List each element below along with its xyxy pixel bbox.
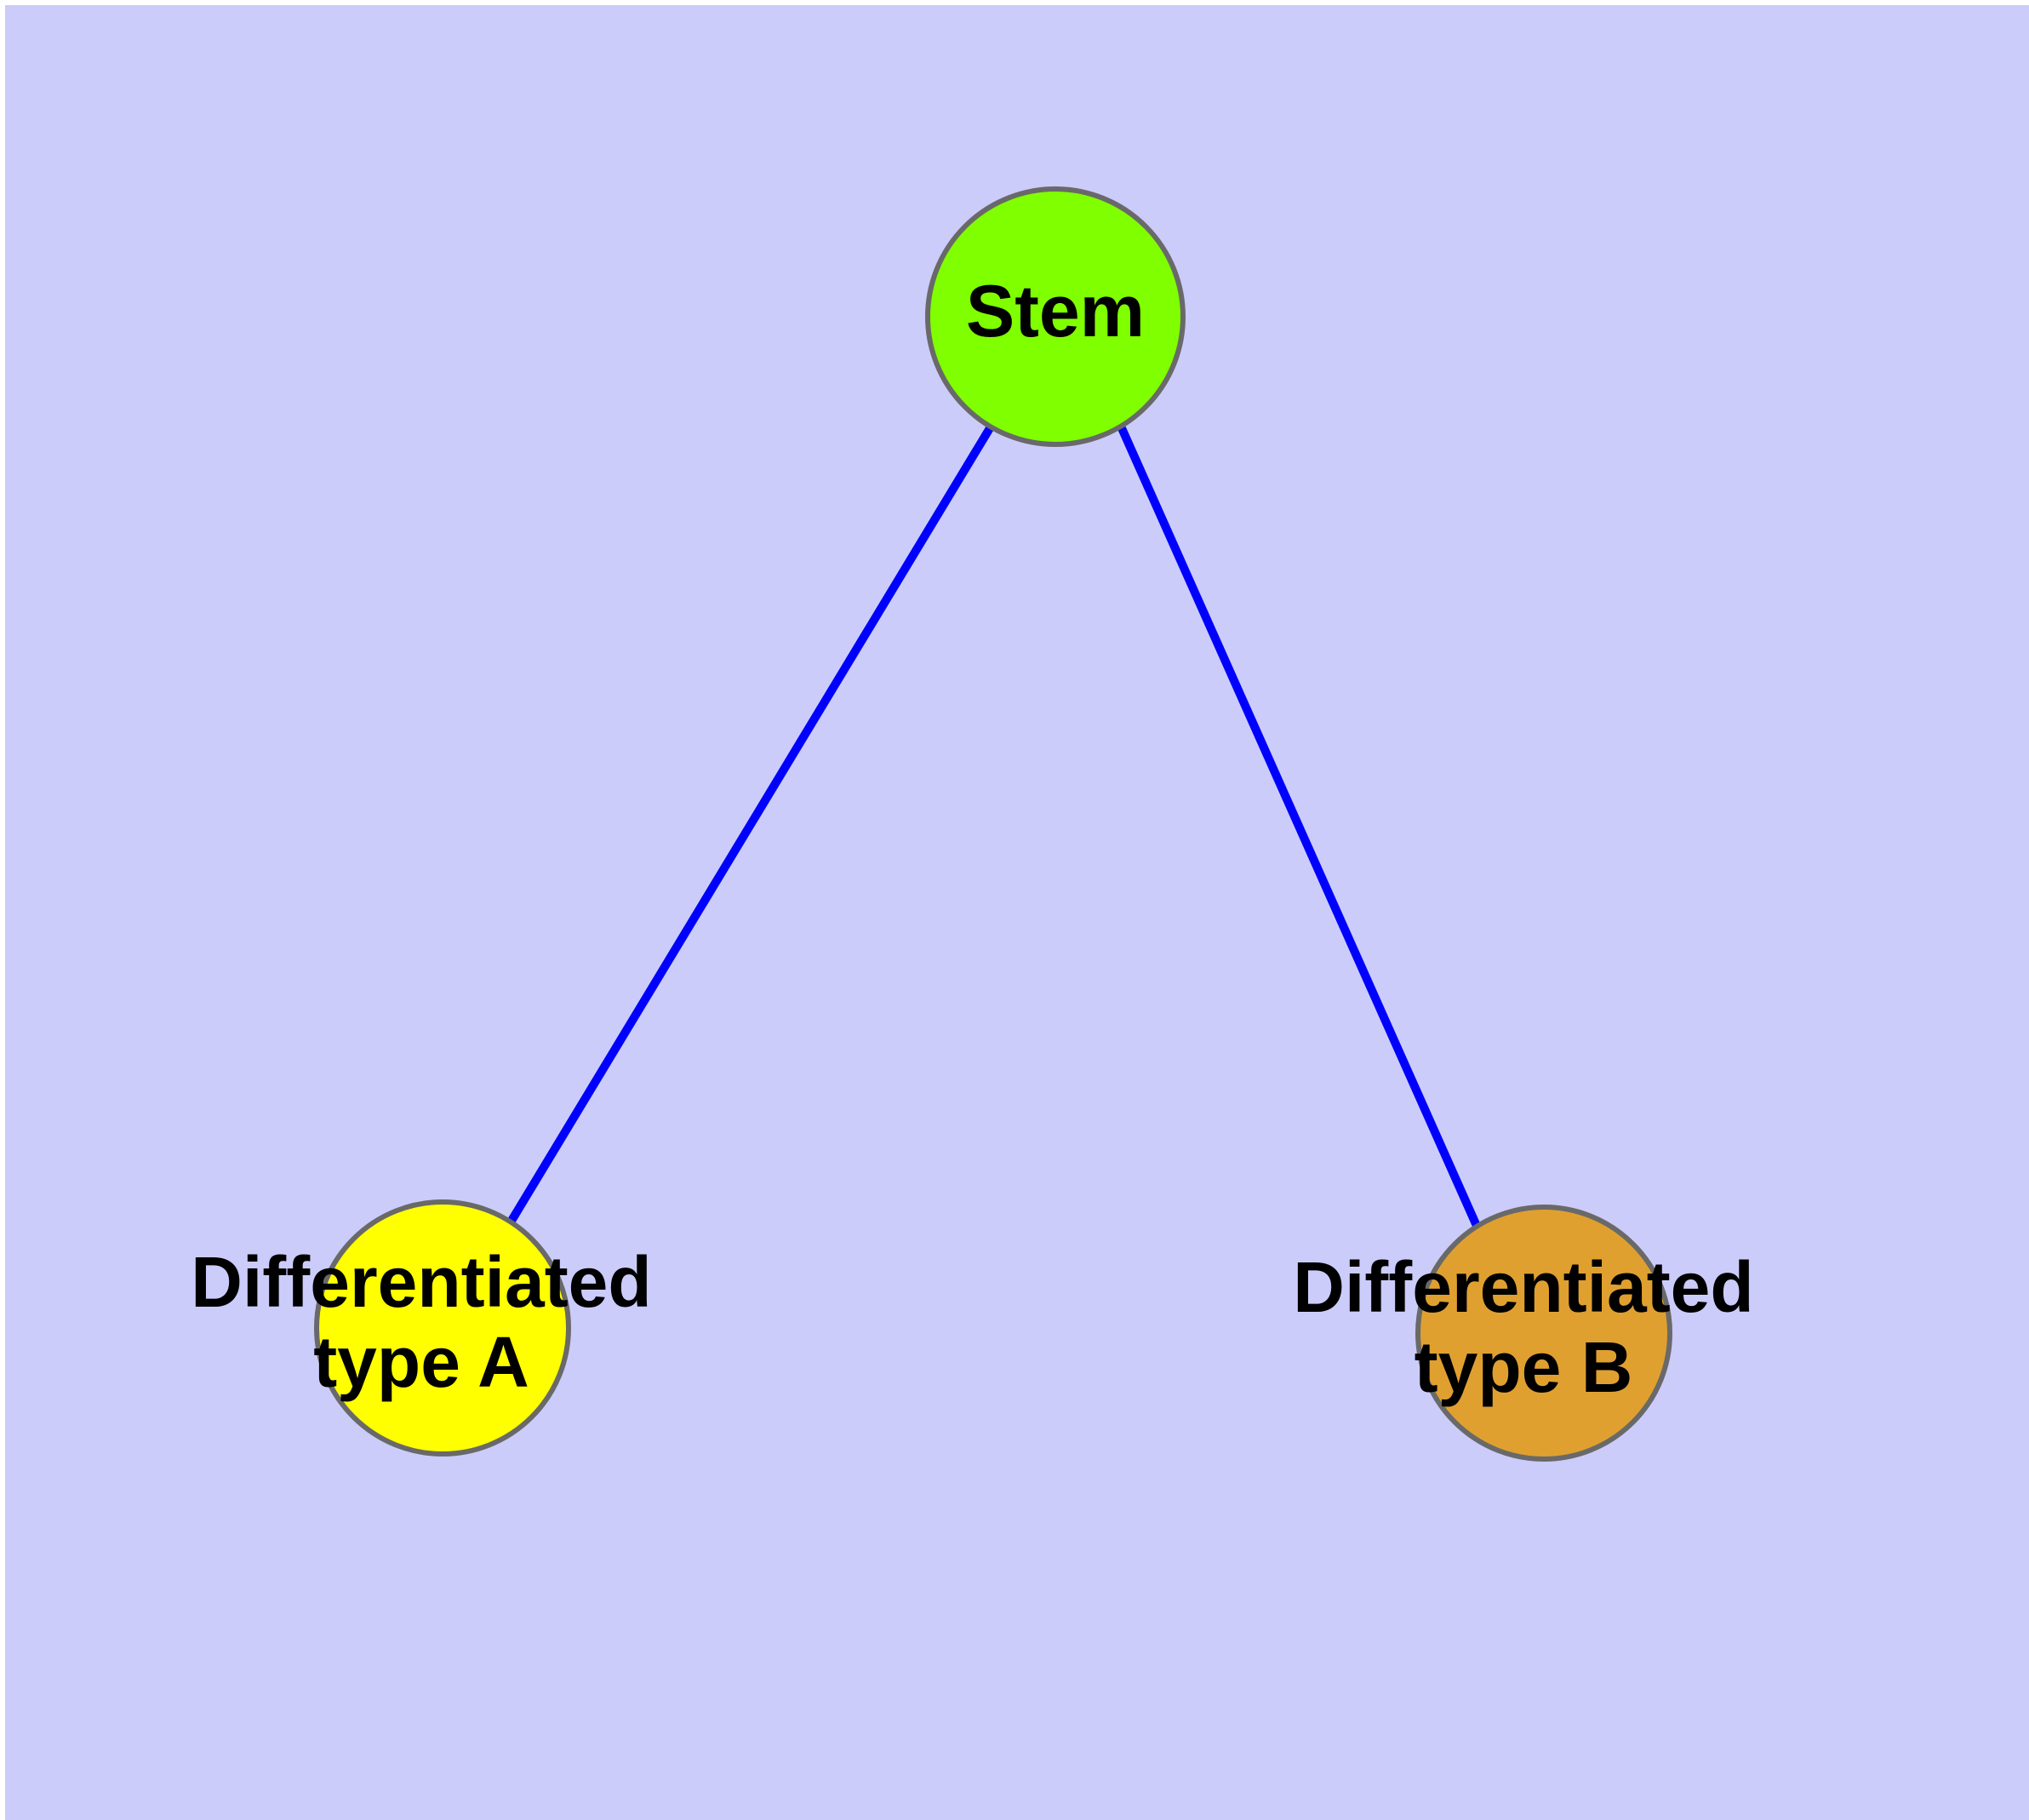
- edges-layer: [507, 426, 1481, 1228]
- graph-edge-stem-diff_a: [507, 426, 994, 1223]
- graph-node-label-stem: Stem: [966, 271, 1145, 352]
- nodes-layer: [314, 186, 1672, 1462]
- graph-node-stem[interactable]: [925, 186, 1186, 447]
- graph-edge-stem-diff_b: [1117, 426, 1481, 1228]
- graph-node-diff_a[interactable]: [314, 1199, 571, 1457]
- graph-node-diff_b[interactable]: [1415, 1205, 1672, 1462]
